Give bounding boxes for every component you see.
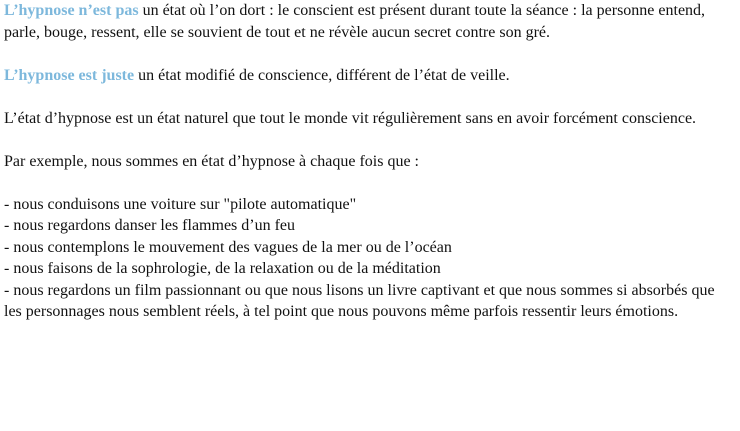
paragraph-text: un état où l’on dort : le conscient est … (4, 2, 706, 41)
list-item: - nous faisons de la sophrologie, de la … (4, 260, 441, 277)
paragraph-text: un état modifié de conscience, différent… (134, 66, 510, 84)
paragraph-examples-intro: Par exemple, nous sommes en état d’hypno… (4, 151, 732, 173)
examples-list: - nous conduisons une voiture sur "pilot… (4, 194, 732, 323)
highlight-hypnose-nest-pas: L’hypnose n’est pas (4, 2, 139, 19)
list-item: - nous regardons un film passionnant ou … (4, 281, 715, 321)
highlight-hypnose-est-juste: L’hypnose est juste (4, 66, 135, 84)
paragraph-text: Par exemple, nous sommes en état d’hypno… (4, 152, 419, 170)
article-body: L’hypnose n’est pas un état où l’on dort… (4, 0, 732, 323)
list-item: - nous regardons danser les flammes d’un… (4, 217, 296, 234)
paragraph-what-hypnosis-is: L’hypnose est juste un état modifié de c… (4, 65, 732, 87)
paragraph-text: L’état d’hypnose est un état naturel que… (4, 109, 697, 127)
paragraph-what-hypnosis-is-not: L’hypnose n’est pas un état où l’on dort… (4, 0, 732, 43)
list-item: - nous contemplons le mouvement des vagu… (4, 238, 452, 256)
paragraph-natural-state: L’état d’hypnose est un état naturel que… (4, 108, 732, 130)
list-item: - nous conduisons une voiture sur "pilot… (4, 195, 357, 213)
